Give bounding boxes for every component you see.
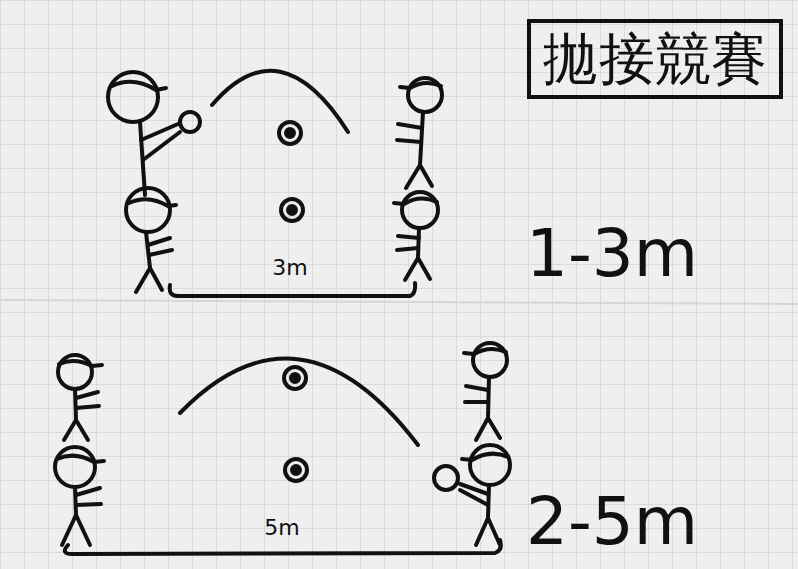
stick-figure (112, 82, 166, 90)
stick-figure (460, 484, 488, 505)
target (279, 122, 301, 144)
stick-figure (464, 343, 507, 440)
ball (180, 112, 200, 132)
stick-figure (75, 487, 76, 515)
stick-figure (464, 349, 506, 354)
stick-figure (394, 192, 438, 280)
target (285, 459, 307, 481)
stick-figure (57, 456, 104, 462)
stick-figure (406, 165, 432, 188)
stick-figure (64, 420, 88, 440)
stick-figure (146, 232, 150, 268)
stick-figure (75, 389, 76, 420)
target (285, 459, 307, 481)
stick-figure (141, 124, 180, 160)
stick-figure (76, 392, 99, 408)
stick-figure (55, 447, 104, 545)
stick-figure (465, 386, 488, 402)
stick-figure (462, 454, 508, 460)
stick-figure (400, 83, 441, 88)
stick-figure (405, 258, 430, 280)
stick-figure (397, 236, 419, 250)
stick-figure (476, 518, 500, 545)
stick-figure (126, 188, 170, 232)
stick-figure (126, 188, 176, 292)
dimension-label: 5m (264, 517, 299, 539)
stick-figure (420, 112, 423, 165)
stick-figure (418, 228, 419, 258)
paper-fold (0, 300, 798, 304)
target (281, 199, 303, 221)
target (279, 122, 301, 144)
stick-figure (460, 445, 510, 545)
stick-figure (76, 488, 101, 505)
stick-figure (59, 361, 102, 366)
dimension-line (65, 540, 501, 554)
stick-figure (476, 418, 500, 440)
throw-arc (180, 359, 418, 445)
ball (434, 466, 458, 490)
illustration (55, 71, 510, 554)
stick-figure (148, 238, 172, 255)
stick-figure (58, 355, 102, 440)
dimension-line (170, 283, 415, 296)
stick-figure (55, 447, 95, 487)
distance-label: 2-5m (526, 489, 698, 555)
stick-figure (62, 515, 90, 545)
target (286, 129, 294, 137)
distance-label: 1-3m (526, 221, 698, 287)
target (288, 206, 296, 214)
stick-figure (488, 377, 489, 418)
stick-figure (397, 124, 422, 142)
stick-figure (108, 72, 158, 122)
target (281, 199, 303, 221)
throw-arc (212, 71, 348, 132)
stick-figure (129, 199, 176, 206)
target (291, 374, 299, 382)
stick-figure (470, 445, 510, 485)
target (292, 466, 300, 474)
stick-figure (394, 198, 437, 204)
target (284, 367, 306, 389)
target (284, 367, 306, 389)
stick-figure (397, 78, 442, 188)
title-box: 拋接競賽 (527, 19, 783, 99)
stick-figure (136, 268, 162, 292)
dimension-label: 3m (272, 257, 307, 279)
stick-figure (488, 485, 489, 518)
stick-figure (108, 72, 180, 195)
